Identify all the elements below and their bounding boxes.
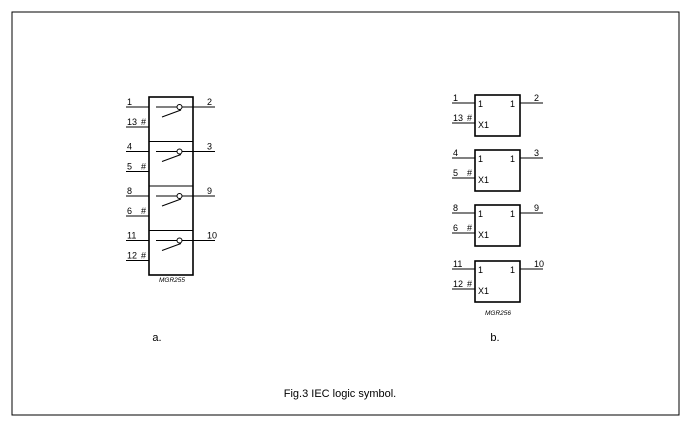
buffer-block-outline <box>474 260 521 303</box>
output-qualifier: 1 <box>510 154 515 164</box>
output-pin-number: 3 <box>207 142 212 152</box>
input-pin-number: 1 <box>453 93 458 103</box>
input-qualifier: 1 <box>478 154 483 164</box>
output-pin-number: 9 <box>534 203 539 213</box>
output-pin-number: 10 <box>207 231 217 241</box>
figure-caption: Fig.3 IEC logic symbol. <box>284 388 396 400</box>
control-qualifier-mark: # <box>467 113 472 123</box>
input-pin-number: 8 <box>453 203 458 213</box>
buffer-block-outline <box>474 149 521 192</box>
control-qualifier-mark: # <box>467 168 472 178</box>
control-pin-number: 6 <box>453 223 458 233</box>
control-qualifier-mark: # <box>141 251 146 261</box>
output-qualifier: 1 <box>510 265 515 275</box>
switch-blade <box>161 154 182 162</box>
input-pin-number: 11 <box>127 231 136 241</box>
output-qualifier: 1 <box>510 209 515 219</box>
drawing-code-a: MGR255 <box>159 277 185 284</box>
buffer-block-outline <box>474 204 521 247</box>
output-pin-number: 2 <box>534 93 539 103</box>
switch-contact-circle <box>176 104 183 110</box>
control-dependency-label: X1 <box>478 120 489 130</box>
input-qualifier: 1 <box>478 99 483 109</box>
control-qualifier-mark: # <box>467 223 472 233</box>
switch-blade <box>161 109 182 118</box>
output-pin-number: 3 <box>534 148 539 158</box>
control-qualifier-mark: # <box>141 206 146 216</box>
control-qualifier-mark: # <box>141 162 146 172</box>
input-pin-number: 8 <box>127 186 132 196</box>
output-pin-number: 9 <box>207 186 212 196</box>
control-qualifier-mark: # <box>141 117 146 127</box>
control-pin-number: 12 <box>127 251 137 261</box>
output-pin-number: 2 <box>207 97 212 107</box>
control-pin-number: 5 <box>127 162 132 172</box>
input-pin-number: 11 <box>453 259 462 269</box>
drawing-code-b: MGR256 <box>485 310 511 317</box>
control-pin-number: 13 <box>453 113 463 123</box>
buffer-block-outline <box>474 94 521 137</box>
input-pin-number: 4 <box>127 142 132 152</box>
switch-blade <box>161 198 182 207</box>
control-pin-number: 6 <box>127 206 132 216</box>
input-qualifier: 1 <box>478 265 483 275</box>
subfigure-a-label: a. <box>152 332 161 344</box>
control-dependency-label: X1 <box>478 230 489 240</box>
switch-contact-circle <box>176 148 183 155</box>
switch-contact-circle <box>176 237 183 244</box>
switch-blade <box>161 243 182 251</box>
output-qualifier: 1 <box>510 99 515 109</box>
control-pin-number: 12 <box>453 279 463 289</box>
figure-frame <box>11 11 680 416</box>
switch-contact-circle <box>176 193 183 199</box>
control-dependency-label: X1 <box>478 175 489 185</box>
control-pin-number: 13 <box>127 117 137 127</box>
subfigure-b-label: b. <box>490 332 499 344</box>
input-pin-number: 1 <box>127 97 132 107</box>
control-dependency-label: X1 <box>478 286 489 296</box>
control-qualifier-mark: # <box>467 279 472 289</box>
output-pin-number: 10 <box>534 259 544 269</box>
input-qualifier: 1 <box>478 209 483 219</box>
input-pin-number: 4 <box>453 148 458 158</box>
control-pin-number: 5 <box>453 168 458 178</box>
